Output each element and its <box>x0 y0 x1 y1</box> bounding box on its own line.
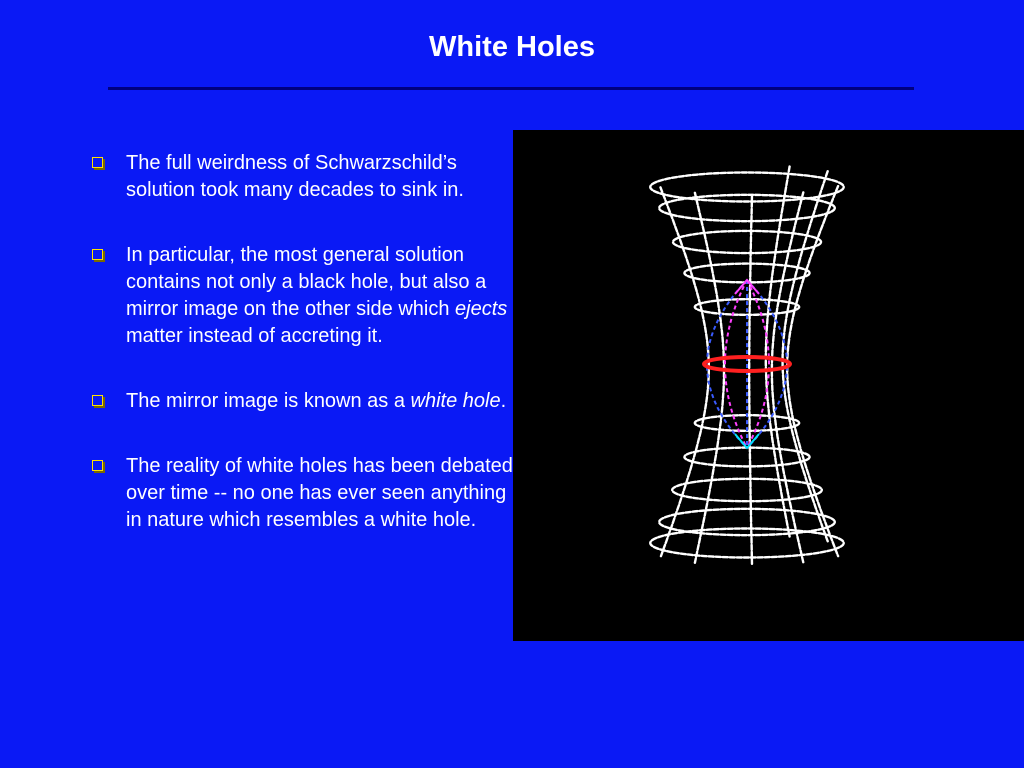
checkbox-bullet-icon <box>92 460 103 471</box>
mesh-ring <box>649 171 845 203</box>
lens-meridian <box>706 279 748 449</box>
bullet-item: In particular, the most general solution… <box>88 242 513 350</box>
mesh-ring <box>649 527 845 559</box>
bullet-item: The mirror image is known as a white hol… <box>88 388 513 415</box>
bullet-text: The full weirdness of Schwarzschild’s so… <box>126 152 464 201</box>
emphasis-ejects: ejects <box>455 298 508 320</box>
mesh-ring <box>657 193 837 223</box>
checkbox-bullet-icon <box>92 157 103 168</box>
bullet-text: The reality of white holes has been deba… <box>126 455 513 531</box>
title-divider <box>108 87 914 90</box>
throat-ring-ellipse <box>702 355 792 373</box>
throat-ring <box>702 355 792 373</box>
checkbox-bullet-icon <box>92 395 103 406</box>
checkbox-bullet-icon <box>92 249 103 260</box>
lens-shape <box>706 278 788 450</box>
bullet-item: The full weirdness of Schwarzschild’s so… <box>88 150 513 204</box>
lens-bottom-tip <box>734 433 760 450</box>
bullet-text: The mirror image is known as a white hol… <box>126 390 507 412</box>
lens-meridian <box>724 279 748 449</box>
wormhole-figure <box>513 130 1024 641</box>
lens-meridian <box>746 279 770 449</box>
slide-title: White Holes <box>429 31 595 63</box>
mesh-ring <box>657 507 837 537</box>
mesh-ring <box>693 297 801 317</box>
mesh-ring <box>683 446 811 468</box>
mesh-ring <box>670 477 824 503</box>
mesh-ring <box>671 229 823 255</box>
bullet-item: The reality of white holes has been deba… <box>88 453 513 534</box>
bullet-text: In particular, the most general solution… <box>126 244 508 347</box>
bullet-list: The full weirdness of Schwarzschild’s so… <box>88 150 513 572</box>
wormhole-wireframe-icon <box>649 165 845 567</box>
mesh-meridian <box>659 186 710 559</box>
emphasis-white-hole: white hole <box>410 390 501 412</box>
lens-meridian <box>746 279 788 449</box>
lens-top-tip <box>734 278 760 295</box>
